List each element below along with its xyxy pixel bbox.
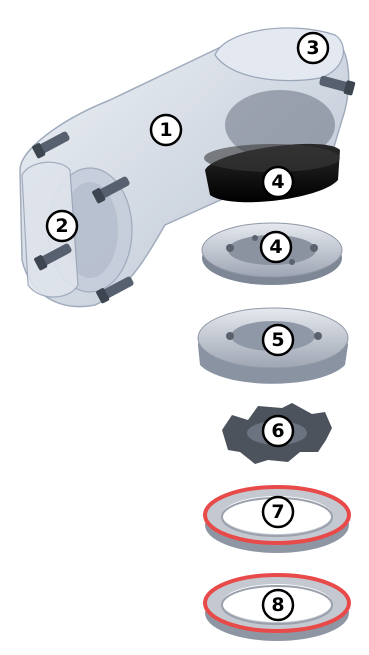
callout-5: 5 xyxy=(263,325,293,355)
callout-1-label: 1 xyxy=(159,119,172,141)
callout-4-lower-label: 4 xyxy=(269,236,282,258)
callout-3-label: 3 xyxy=(306,37,319,59)
callout-2: 2 xyxy=(47,211,77,241)
callout-4-upper-label: 4 xyxy=(271,171,284,193)
callout-7-label: 7 xyxy=(271,501,284,523)
callout-8: 8 xyxy=(263,590,293,620)
callout-4-lower: 4 xyxy=(261,232,291,262)
callout-8-label: 8 xyxy=(271,594,284,616)
callout-4-upper: 4 xyxy=(263,167,293,197)
callout-7: 7 xyxy=(263,497,293,527)
callout-1: 1 xyxy=(151,115,181,145)
callout-6: 6 xyxy=(263,416,293,446)
callout-2-label: 2 xyxy=(55,215,68,237)
callout-6-label: 6 xyxy=(271,420,284,442)
callout-5-label: 5 xyxy=(271,329,284,351)
callout-3: 3 xyxy=(298,33,328,63)
